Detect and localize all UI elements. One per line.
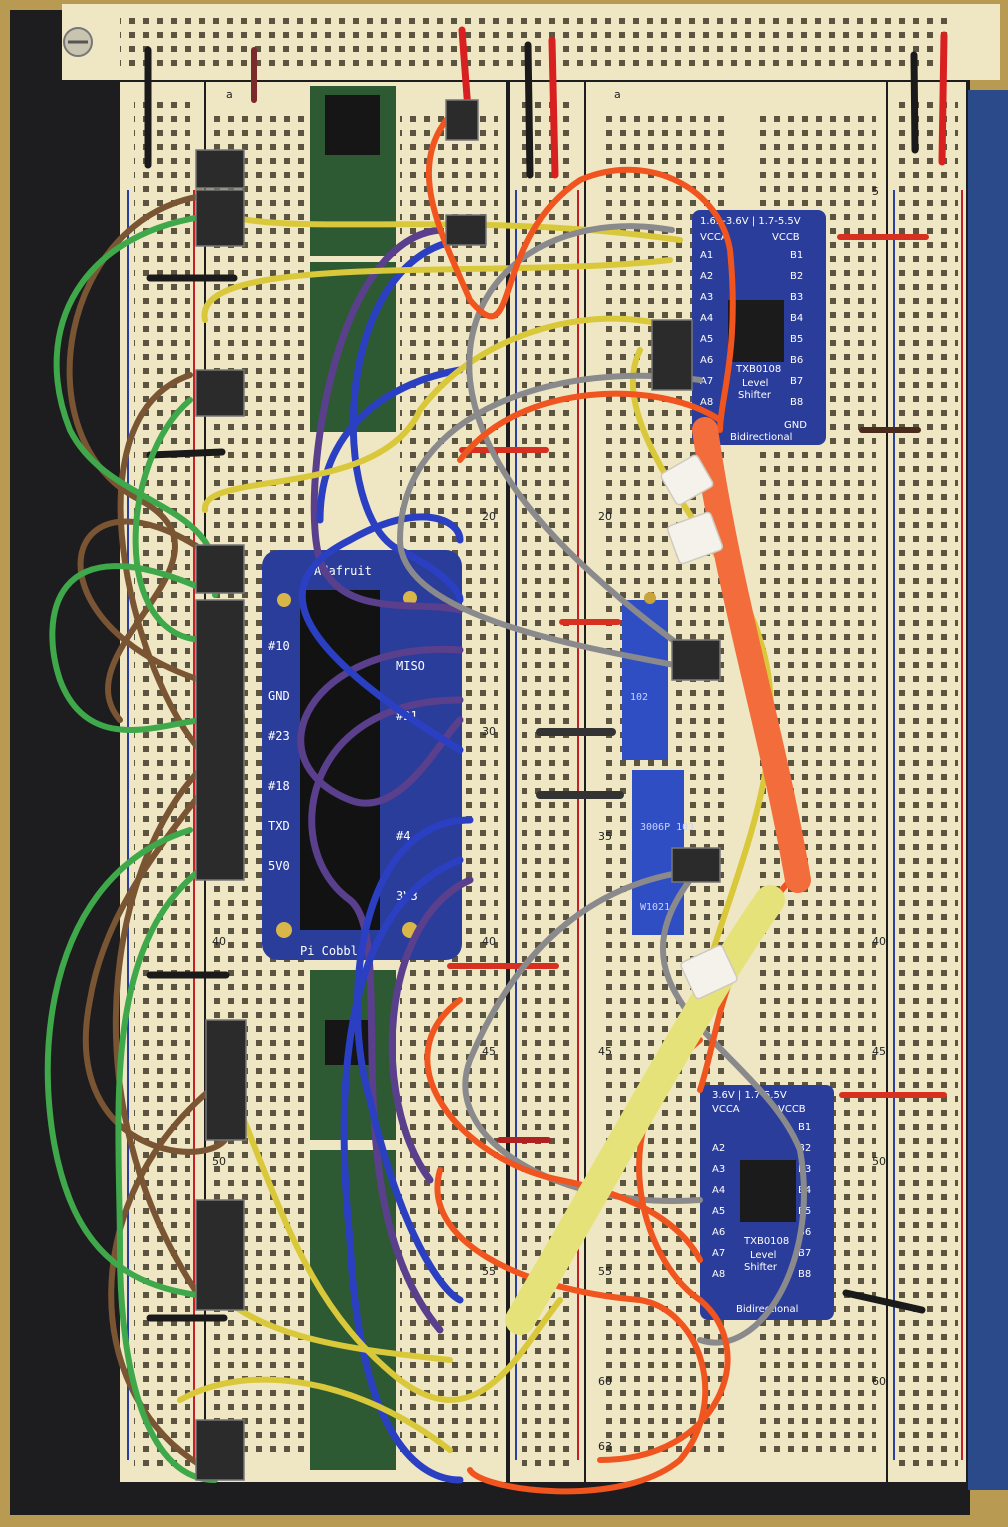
cobbler-pin-label: 5V0 bbox=[268, 859, 290, 873]
zip-ties bbox=[660, 454, 738, 1000]
row-number: 40 bbox=[872, 935, 886, 948]
shifter-chip-label: TXB0108 bbox=[735, 364, 781, 375]
shifter-pin: A3 bbox=[712, 1164, 725, 1175]
shifter-pin: B6 bbox=[790, 355, 803, 366]
shifter-pin: A4 bbox=[700, 313, 713, 324]
shifter-pin: B7 bbox=[798, 1248, 811, 1259]
shifter-pin: B8 bbox=[798, 1269, 811, 1280]
shifter-pin: A1 bbox=[700, 250, 713, 261]
row-number: 60 bbox=[872, 1375, 886, 1388]
right-arduino-strip bbox=[968, 90, 1008, 1490]
row-number: 40 bbox=[212, 935, 226, 948]
cobbler-pin-label: GND bbox=[268, 689, 290, 703]
col-label-left: a bbox=[226, 88, 233, 101]
cobbler-pin-label: #10 bbox=[268, 639, 290, 653]
cobbler-pin-label: #18 bbox=[268, 779, 290, 793]
shifter-title: Shifter bbox=[744, 1262, 778, 1273]
cobbler-pin-label: MISO bbox=[396, 659, 425, 673]
shifter-voltage: 1.65-3.6V | 1.7-5.5V bbox=[700, 216, 801, 227]
orange-sleeve bbox=[692, 417, 811, 893]
row-number: 20 bbox=[598, 510, 612, 523]
shifter-pin: A5 bbox=[700, 334, 713, 345]
trimmer-label: 3006P 103 bbox=[640, 822, 694, 833]
shifter-pin: A7 bbox=[700, 376, 713, 387]
shifter-pin: B6 bbox=[798, 1227, 811, 1238]
shifter-pin: B5 bbox=[790, 334, 803, 345]
shifter-pin: B8 bbox=[790, 397, 803, 408]
shifter-pin: B4 bbox=[790, 313, 803, 324]
shifter-title: Level bbox=[742, 378, 768, 389]
shifter-pin: A4 bbox=[712, 1185, 725, 1196]
shifter-title: Level bbox=[750, 1250, 776, 1261]
shifter-pin: B1 bbox=[790, 250, 803, 261]
col-label-right: a bbox=[614, 88, 621, 101]
shifter-pin: A5 bbox=[712, 1206, 725, 1217]
shifter-pin: A8 bbox=[712, 1269, 725, 1280]
row-number: 40 bbox=[482, 935, 496, 948]
shifter-header: VCCB bbox=[772, 232, 800, 243]
cobbler-pin-label: #23 bbox=[268, 729, 290, 743]
shifter-pin: A2 bbox=[712, 1143, 725, 1154]
shifter-pin: B1 bbox=[798, 1122, 811, 1133]
shifter-pin: A2 bbox=[700, 271, 713, 282]
shifter-pin: B2 bbox=[798, 1143, 811, 1154]
shifter-header: VCCA bbox=[700, 232, 728, 243]
row-number: 45 bbox=[872, 1045, 886, 1058]
pin-headers bbox=[195, 99, 721, 1481]
row-number: 30 bbox=[482, 725, 496, 738]
cobbler-pin-label: TXD bbox=[268, 819, 290, 833]
level-shifter-bottom: 3.6V | 1.7-5.5V VCCA VCCB B1 B2 B3 B4 B5… bbox=[700, 1085, 834, 1320]
row-number: 55 bbox=[482, 1265, 496, 1278]
shifter-pin: A6 bbox=[700, 355, 713, 366]
shifter-pin: B7 bbox=[790, 376, 803, 387]
trimmer-label: W1021 bbox=[640, 902, 670, 913]
trimmer-label: 102 bbox=[630, 692, 648, 703]
shifter-pin: B2 bbox=[790, 271, 803, 282]
cobbler-pin-label: #4 bbox=[396, 829, 410, 843]
yellow-sleeve bbox=[505, 885, 785, 1335]
short-jumpers bbox=[144, 26, 948, 1322]
shifter-title: Shifter bbox=[738, 390, 772, 401]
shifter-subtitle: Bidirectional bbox=[730, 432, 792, 443]
shifter-pin: GND bbox=[784, 420, 807, 431]
shifter-pin: A6 bbox=[712, 1227, 725, 1238]
shifter-pin: A8 bbox=[700, 397, 713, 408]
row-number: 55 bbox=[598, 1265, 612, 1278]
wire-bundle bbox=[44, 102, 811, 1495]
shifter-pin: A7 bbox=[712, 1248, 725, 1259]
row-number: 20 bbox=[482, 510, 496, 523]
cobbler-name: Pi Cobbler bbox=[300, 944, 372, 958]
row-number: 45 bbox=[598, 1045, 612, 1058]
level-shifter-top: 1.65-3.6V | 1.7-5.5V VCCA VCCB B1 B2 B3 … bbox=[692, 210, 826, 445]
row-number: 63 bbox=[598, 1440, 612, 1453]
row-number: 50 bbox=[212, 1155, 226, 1168]
shifter-header: VCCB bbox=[778, 1104, 806, 1115]
row-number: 45 bbox=[482, 1045, 496, 1058]
shifter-header: VCCA bbox=[712, 1104, 740, 1115]
row-number: 50 bbox=[872, 1155, 886, 1168]
shifter-voltage: 3.6V | 1.7-5.5V bbox=[712, 1090, 787, 1101]
shifter-chip-label: TXB0108 bbox=[743, 1236, 789, 1247]
row-number: 5 bbox=[872, 185, 879, 198]
row-number: 35 bbox=[598, 830, 612, 843]
row-number: 60 bbox=[598, 1375, 612, 1388]
shifter-pin: B3 bbox=[790, 292, 803, 303]
shifter-pin: A3 bbox=[700, 292, 713, 303]
